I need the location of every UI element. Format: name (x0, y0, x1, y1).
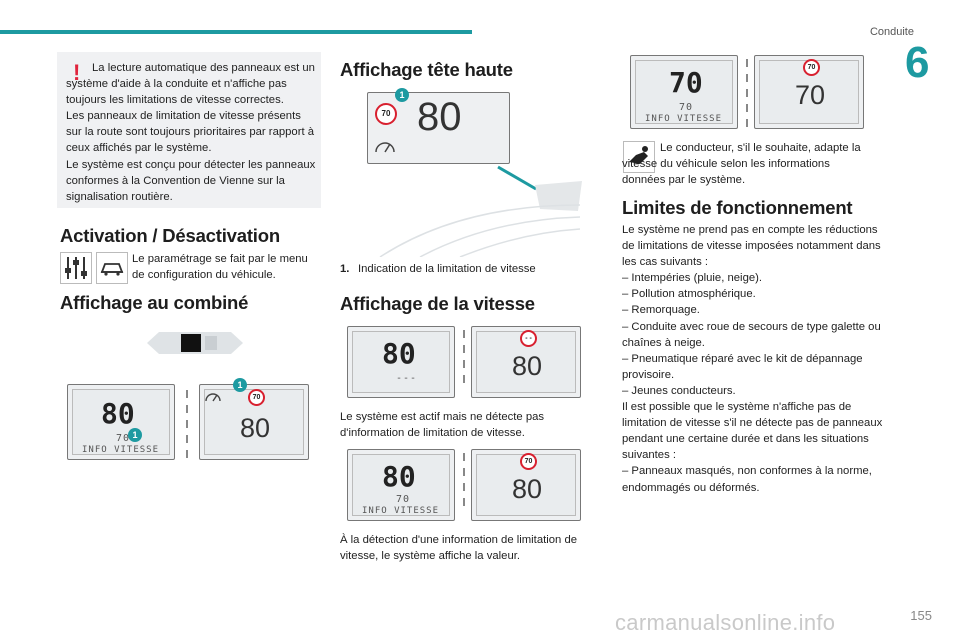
windshield-illustration (360, 165, 590, 258)
speed-value: 80 (417, 95, 462, 139)
separator-dash (746, 104, 748, 112)
speedometer-icon (204, 389, 222, 408)
page-number: 155 (910, 608, 932, 623)
separator-dash (746, 119, 748, 127)
warning-note-text: La lecture automatique des panneaux est … (66, 60, 316, 205)
limits-line: suivantes : (622, 449, 677, 462)
limits-line: de limitations de vitesse imposées notam… (622, 240, 881, 253)
separator-dash (186, 435, 188, 443)
info-vitesse-label: INFO VITESSE (362, 506, 440, 516)
caption-number: 1. (340, 263, 350, 275)
speed-value: 80 (382, 460, 416, 493)
cluster-screen-speed: 70 70 INFO VITESSE (630, 55, 738, 129)
separator-dash (186, 390, 188, 398)
activation-text: Le paramétrage se fait par le menu de co… (132, 253, 308, 282)
limits-line: – Conduite avec roue de secours de type … (622, 320, 881, 333)
speed-value: 80 (512, 351, 543, 381)
separator-dash (463, 468, 465, 476)
cluster-screen-sign: - - 80 (471, 326, 581, 398)
section-title: Conduite (869, 26, 914, 38)
limits-heading: Limites de fonctionnement (622, 197, 853, 218)
speed-value: 80 (240, 413, 271, 443)
cluster-screen-sign: 70 70 (754, 55, 864, 129)
cluster-screen-speed: 80 70 INFO VITESSE (347, 449, 455, 521)
limits-text: Le système ne prend pas en compte les ré… (622, 222, 892, 496)
speed-limit-sign: 70 (520, 453, 537, 470)
hud-screen: 70 80 (367, 92, 510, 164)
limits-line: – Intempéries (pluie, neige). (622, 272, 763, 285)
cluster-screen-sign: 70 80 (471, 449, 581, 521)
limits-line: – Remorquage. (622, 304, 700, 317)
vitesse-text-1: Le système est actif mais ne détecte pas… (340, 411, 545, 440)
separator-dash (746, 89, 748, 97)
vitesse-heading: Affichage de la vitesse (340, 293, 535, 314)
watermark: carmanualsonline.info (615, 610, 836, 635)
speedometer-icon (374, 137, 396, 160)
limits-line: limitation de vitesse s'il ne détecte pa… (622, 417, 883, 430)
header-accent-bar (0, 30, 472, 34)
activation-heading: Activation / Désactivation (60, 225, 280, 246)
speed-limit-sign-unknown: - - (520, 330, 537, 347)
no-limit-dashes: --- (396, 373, 418, 384)
speed-value: 80 (382, 337, 416, 370)
vehicle-icon (96, 252, 128, 284)
separator-dash (463, 453, 465, 461)
separator-dash (463, 483, 465, 491)
callout-marker: 1 (233, 378, 247, 392)
driver-hand-icon (623, 141, 655, 173)
info-vitesse-label: INFO VITESSE (82, 445, 160, 455)
note-paragraph: Le système est conçu pour détecter les p… (66, 158, 316, 203)
info-vitesse-label: INFO VITESSE (645, 114, 723, 124)
speed-limit-sign: 70 (803, 59, 820, 76)
separator-dash (463, 330, 465, 338)
separator-dash (463, 375, 465, 383)
limit-value: 70 (679, 102, 694, 113)
limits-line: – Pneumatique réparé avec le kit de dépa… (622, 352, 863, 365)
speed-limit-sign: 70 (248, 389, 265, 406)
limits-line: les cas suivants : (622, 256, 709, 269)
separator-dash (186, 405, 188, 413)
separator-dash (186, 420, 188, 428)
callout-marker: 1 (395, 88, 409, 102)
limits-line: – Jeunes conducteurs. (622, 384, 736, 397)
separator-dash (463, 345, 465, 353)
separator-dash (746, 59, 748, 67)
limits-line: pendant une certaine durée et dans les s… (622, 433, 869, 446)
separator-dash (186, 450, 188, 458)
callout-marker: 1 (128, 428, 142, 442)
cluster-screen-speed: 80 --- (347, 326, 455, 398)
speed-value: 80 (101, 397, 135, 430)
cluster-screen-sign: 70 80 (199, 384, 309, 460)
note-paragraph: La lecture automatique des panneaux est … (66, 62, 315, 107)
limit-value: 70 (116, 433, 131, 444)
instrument-cluster-illustration (145, 328, 245, 358)
note-paragraph: Les panneaux de limitation de vitesse pr… (66, 110, 315, 155)
separator-dash (463, 498, 465, 506)
speed-value: 70 (669, 66, 703, 99)
limits-line: Il est possible que le système n'affiche… (622, 401, 852, 414)
limits-line: – Pollution atmosphérique. (622, 288, 756, 301)
limit-value: 70 (396, 494, 411, 505)
limits-line: provisoire. (622, 368, 675, 381)
warning-note-box (57, 52, 321, 208)
limits-line: Le système ne prend pas en compte les ré… (622, 224, 878, 236)
driver-text: Le conducteur, s'il le souhaite, adapte … (622, 142, 861, 187)
hud-heading: Affichage tête haute (340, 59, 513, 80)
hud-caption: Indication de la limitation de vitesse (358, 263, 536, 275)
limits-line: chaînes à neige. (622, 336, 705, 349)
separator-dash (746, 74, 748, 82)
limits-line: – Panneaux masqués, non conformes à la n… (622, 465, 872, 478)
combine-heading: Affichage au combiné (60, 292, 249, 313)
speed-value: 70 (795, 80, 826, 110)
vitesse-text-2: À la détection d'une information de limi… (340, 534, 578, 563)
speed-value: 80 (512, 474, 543, 504)
warning-icon: ! (73, 60, 81, 85)
chapter-number: 6 (905, 38, 930, 87)
cluster-screen-speed: 80 70 INFO VITESSE (67, 384, 175, 460)
separator-dash (463, 360, 465, 368)
limits-line: endommagés ou déformés. (622, 481, 760, 494)
settings-sliders-icon (60, 252, 92, 284)
speed-limit-sign: 70 (375, 103, 397, 125)
